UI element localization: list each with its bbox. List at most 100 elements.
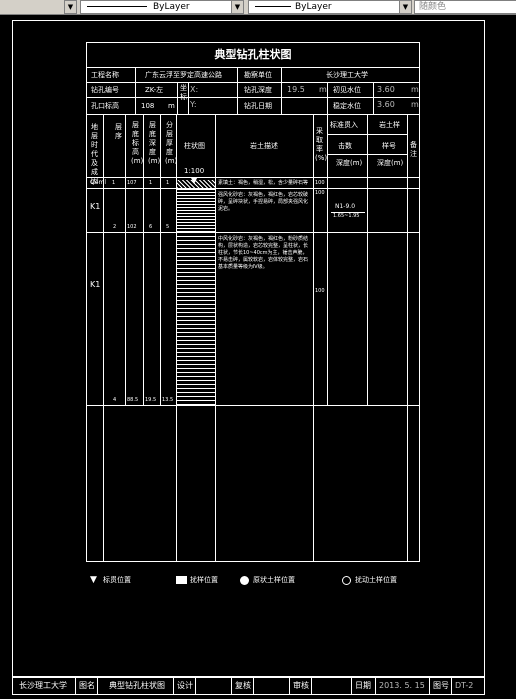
y-label: Y: [190,100,197,109]
plotstyle-dropdown[interactable]: 随颜色 [414,0,516,14]
divider [103,114,104,561]
hole-no-value: ZK-左 [145,86,164,94]
elev-label: 孔口标高 [91,102,119,110]
col-scale: 1:100 [184,167,205,175]
divider [125,114,126,405]
log-title: 典型钻孔柱状图 [214,48,292,61]
divider [143,114,144,405]
divider [313,114,314,561]
divider [215,114,216,561]
sandstone-moderate-pattern [177,233,215,405]
row2-spt-no: N1-9.0 [335,203,356,210]
row3-thick: 13.5 [162,397,174,403]
row3-depth: 19.5 [145,397,157,403]
footer-date-label: 日期 [355,681,371,690]
row2-era: K1 [90,202,101,211]
legend-disturbed-icon [176,576,187,584]
col-sample: 岩土样 [379,121,400,129]
elev-value: 108 [141,102,155,110]
divider [87,67,419,68]
date-label: 钻孔日期 [244,102,272,110]
col-sample-no: 样号 [382,142,396,150]
dropdown-arrow-icon[interactable]: ▼ [231,0,244,14]
divider [75,678,76,694]
col-elev: 层底标高(m) [131,121,144,165]
drawing-sheet-border [12,20,485,677]
sandstone-weathered-pattern [177,189,215,232]
footer-name-value: 典型钻孔柱状图 [109,681,165,690]
lineweight-label: ByLayer [295,2,332,12]
init-water-unit: m [411,85,419,94]
lineweight-dropdown[interactable]: ByLayer [248,0,400,14]
footer-check-label: 审核 [293,681,309,690]
footer-no-value: DT-2 [455,681,474,690]
col-remarks: 备注 [410,141,417,158]
depth-label: 钻孔深度 [244,86,272,94]
col-layer: 层序 [115,123,122,140]
row3-desc: 中风化砂岩：灰褐色，褐红色，粉砂质结构，层状构造，岩芯较完整，呈柱状，长柱状，节… [218,236,309,270]
x-label: X: [190,85,199,94]
divider [177,82,178,114]
legend-disturbed-label: 扰样位置 [190,576,218,584]
row3-layer: 4 [113,397,117,403]
divider [407,114,408,561]
depth-value: 19.5 [287,85,305,94]
divider [97,678,98,694]
divider [327,82,328,114]
divider [87,405,419,406]
col-spt-count: 击数 [338,142,352,150]
row1-thick: 1 [166,180,170,186]
row2-depth: 6 [149,224,153,230]
coord-label: 坐标 [180,84,187,101]
row1-layer: 1 [112,180,116,186]
divider [188,82,189,114]
legend-static-label: 扰动土样位置 [355,576,397,584]
divider [327,114,328,405]
divider [87,232,419,233]
divider [375,678,376,694]
divider [87,188,419,189]
footer-no-label: 图号 [433,681,449,690]
lineweight-preview [255,6,291,7]
row2-spt-range: 1.65~1.95 [333,213,360,219]
dropdown-arrow-icon[interactable]: ▼ [399,0,412,14]
divider [173,678,174,694]
dropdown-arrow-icon[interactable]: ▼ [64,0,77,14]
divider [231,678,232,694]
linetype-dropdown[interactable]: ByLayer [80,0,232,14]
row2-desc: 强风化砂岩：灰褐色，褐红色，岩芯较破碎，呈碎块状，手捏易碎，局部夹强风化泥岩。 [218,192,309,212]
legend-undisturbed-icon [240,576,249,585]
col-spt: 标准贯入 [330,121,358,129]
legend-spt-label: 标贯位置 [103,576,131,584]
properties-toolbar: ▼ ByLayer ▼ ByLayer ▼ 随颜色 [0,0,516,15]
divider [331,212,365,213]
footer-review-label: 复核 [235,681,251,690]
borehole-log-table: 典型钻孔柱状图 工程名称 广东云浮至罗定高速公路 勘察单位 长沙理工大学 钻孔编… [86,42,420,562]
divider [281,67,282,114]
row2-layer: 2 [113,224,117,230]
linetype-label: ByLayer [153,2,190,12]
row1-era: Q4ml [90,179,107,186]
plotstyle-label: 随颜色 [419,2,447,12]
fill-pattern [177,180,215,188]
divider [87,114,419,115]
divider [351,678,352,694]
divider [135,67,136,114]
divider [289,678,290,694]
init-water-value: 3.60 [377,85,395,94]
legend-spt-icon: ▼ [90,575,97,585]
divider [237,67,238,114]
linetype-preview [87,6,147,7]
stable-water-label: 稳定水位 [333,102,361,110]
divider [160,114,161,405]
legend-undisturbed-label: 原状土样位置 [253,576,295,584]
col-depth: 层底深度(m) [148,121,161,165]
col-description: 岩土描述 [250,142,278,150]
legend-static-icon [342,576,351,585]
footer-name-label: 图名 [79,681,95,690]
divider [367,114,368,405]
col-sample-depth: 深度(m) [377,159,404,167]
row2-recovery: 100 [315,190,325,196]
footer-design-label: 设计 [177,681,193,690]
row1-recovery: 100 [315,180,325,186]
